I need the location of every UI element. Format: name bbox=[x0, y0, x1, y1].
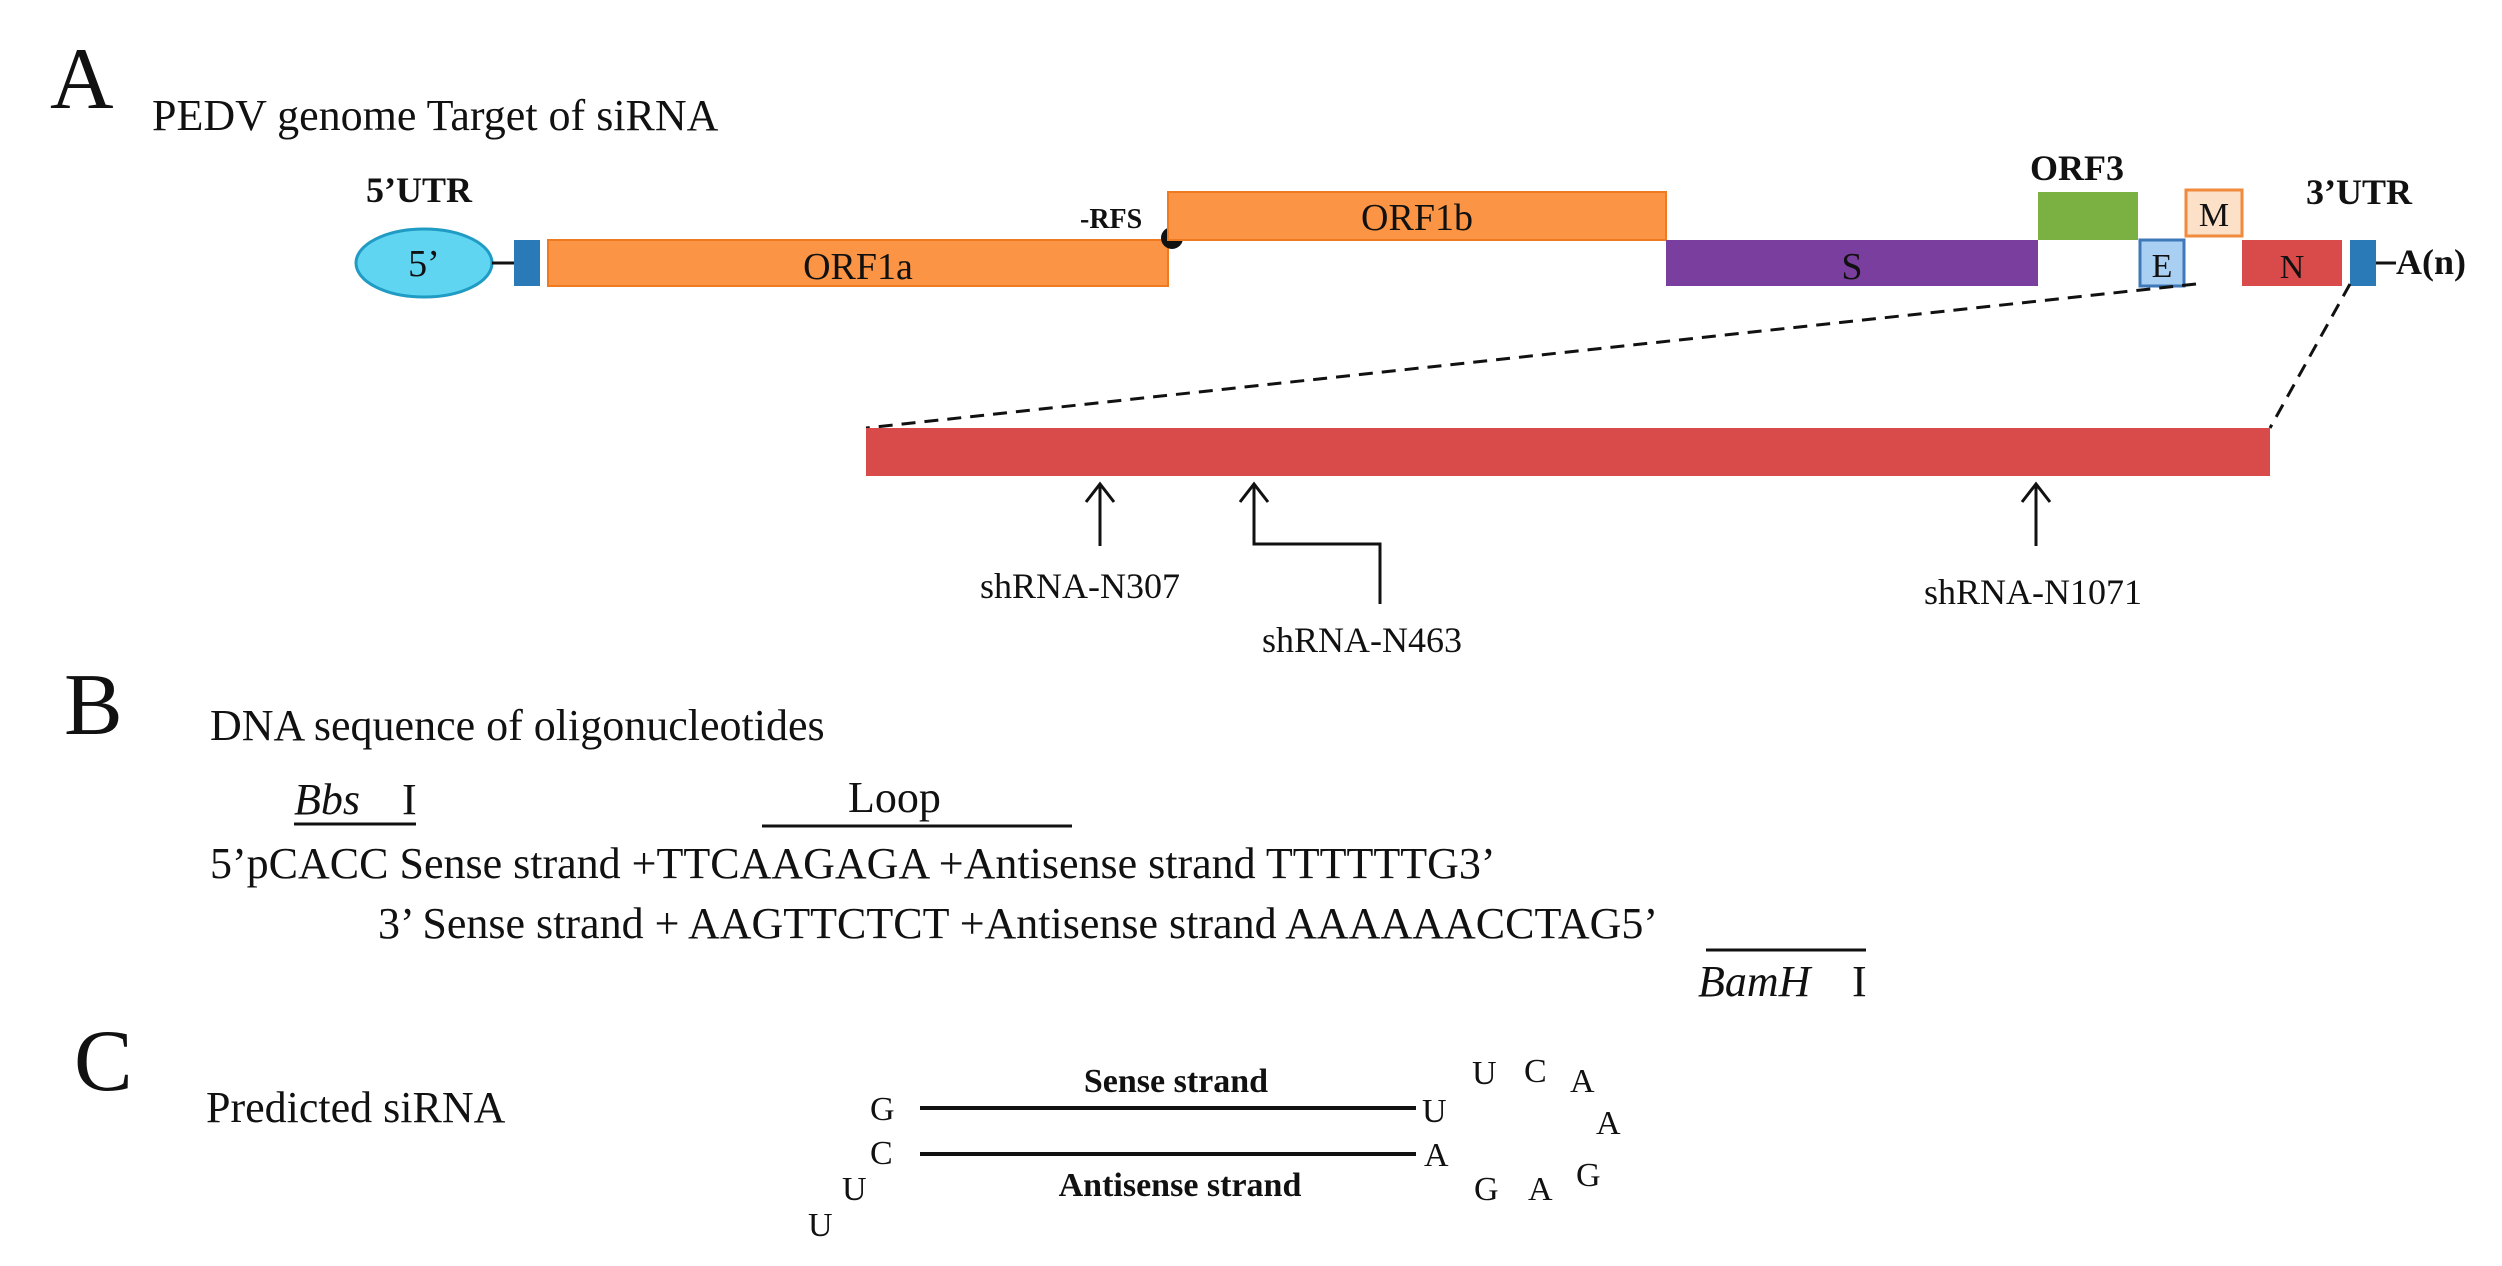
s-label: S bbox=[1841, 246, 1862, 288]
nt-a-right: A bbox=[1424, 1137, 1449, 1174]
sequence-line-2: 3’ Sense strand + AAGTTCTCT +Antisense s… bbox=[378, 899, 1658, 948]
nt-u-left-1: U bbox=[842, 1171, 867, 1208]
loop-nt-a2: A bbox=[1596, 1105, 1621, 1142]
bbs-numeral: I bbox=[402, 775, 417, 824]
n-segment bbox=[2242, 240, 2342, 286]
shrna-n307-label: shRNA-N307 bbox=[980, 566, 1180, 606]
m-label: M bbox=[2199, 197, 2229, 234]
shrna-n463-arrow-shaft bbox=[1252, 484, 1382, 604]
shrna-n463-marker: shRNA-N463 bbox=[1238, 481, 1462, 660]
utr3-label: 3’UTR bbox=[2306, 172, 2413, 212]
sequence-line-2-prefix: 3’ Sense strand + AAGTTCTCT +Antisense s… bbox=[378, 899, 1476, 948]
loop-nt-c: C bbox=[1524, 1053, 1547, 1090]
loop-nt-g2: G bbox=[1474, 1171, 1499, 1208]
antisense-strand-label: Antisense strand bbox=[1059, 1167, 1302, 1204]
panel-c-letter: C bbox=[74, 1013, 133, 1110]
loop-nt-u: U bbox=[1472, 1055, 1497, 1092]
cap5-label: 5’ bbox=[408, 243, 440, 285]
nt-u-right: U bbox=[1422, 1093, 1447, 1130]
loop-nt-a3: A bbox=[1528, 1171, 1553, 1208]
loop-label: Loop bbox=[848, 773, 941, 822]
panel-a: A PEDV genome Target of siRNA 5’UTR 5’ O… bbox=[50, 31, 2466, 660]
panel-c: C Predicted siRNA Sense strand Antisense… bbox=[74, 1013, 1621, 1244]
polya-label: A(n) bbox=[2396, 242, 2466, 282]
shrna-n1071-label: shRNA-N1071 bbox=[1924, 572, 2142, 612]
panel-a-letter: A bbox=[50, 31, 114, 128]
sequence-line-2-bamh-site: CCTAG bbox=[1476, 899, 1622, 948]
s-segment bbox=[1666, 240, 2038, 286]
bbs-enzyme-label: Bbs bbox=[294, 775, 360, 824]
panel-b: B DNA sequence of oligonucleotides Bbs I… bbox=[64, 657, 1867, 1006]
sequence-line-1-prefix: 5’pCACC Sense strand + bbox=[210, 839, 656, 888]
shrna-n307-marker: shRNA-N307 bbox=[980, 481, 1180, 606]
panel-c-title: Predicted siRNA bbox=[206, 1083, 506, 1132]
loop-nt-a1: A bbox=[1570, 1063, 1595, 1100]
panel-b-title: DNA sequence of oligonucleotides bbox=[210, 701, 825, 750]
nt-u-left-2: U bbox=[808, 1207, 833, 1244]
orf1b-label: ORF1b bbox=[1361, 197, 1473, 239]
e-segment bbox=[2138, 238, 2186, 288]
sense-strand-label: Sense strand bbox=[1084, 1063, 1268, 1100]
utr5-label: 5’UTR bbox=[366, 170, 473, 210]
sequence-line-2-end: 5’ bbox=[1621, 899, 1658, 948]
sequence-line-1: 5’pCACC Sense strand +TTCAAGAGA +Antisen… bbox=[210, 839, 1496, 888]
sequence-line-1-suffix: +Antisense strand TTTTTTG3’ bbox=[928, 839, 1496, 888]
orf1a-label: ORF1a bbox=[803, 246, 913, 288]
n-label: N bbox=[2280, 249, 2305, 286]
utr5-block bbox=[514, 240, 540, 286]
nt-c-left: C bbox=[870, 1135, 893, 1172]
orf3-segment bbox=[2038, 192, 2138, 240]
orf3-label: ORF3 bbox=[2030, 148, 2124, 188]
shrna-n463-arrow-head bbox=[1238, 481, 1270, 503]
shrna-n307-arrow-head bbox=[1084, 481, 1116, 503]
bamh-numeral: I bbox=[1852, 957, 1867, 1006]
shrna-n463-label: shRNA-N463 bbox=[1262, 620, 1462, 660]
shrna-n1071-arrow-head bbox=[2020, 481, 2052, 503]
utr3-block bbox=[2350, 240, 2376, 286]
loop-nt-g1: G bbox=[1576, 1157, 1601, 1194]
m-segment bbox=[2184, 188, 2244, 238]
zoom-line-left bbox=[865, 282, 2197, 430]
sequence-line-1-loop: TTCAAGAGA bbox=[656, 839, 930, 888]
shrna-n1071-marker: shRNA-N1071 bbox=[1924, 481, 2142, 612]
orf1b-segment bbox=[1167, 191, 1667, 241]
rfs-label: -RFS bbox=[1080, 204, 1142, 235]
panel-b-letter: B bbox=[64, 657, 123, 754]
e-label: E bbox=[2152, 248, 2173, 285]
bamh-enzyme-label: BamH bbox=[1698, 957, 1813, 1006]
nt-g-left: G bbox=[870, 1091, 895, 1128]
n-gene-expanded bbox=[866, 428, 2270, 476]
zoom-line-right bbox=[2268, 283, 2352, 429]
panel-a-title: PEDV genome Target of siRNA bbox=[152, 91, 719, 140]
orf1a-segment bbox=[547, 239, 1169, 287]
